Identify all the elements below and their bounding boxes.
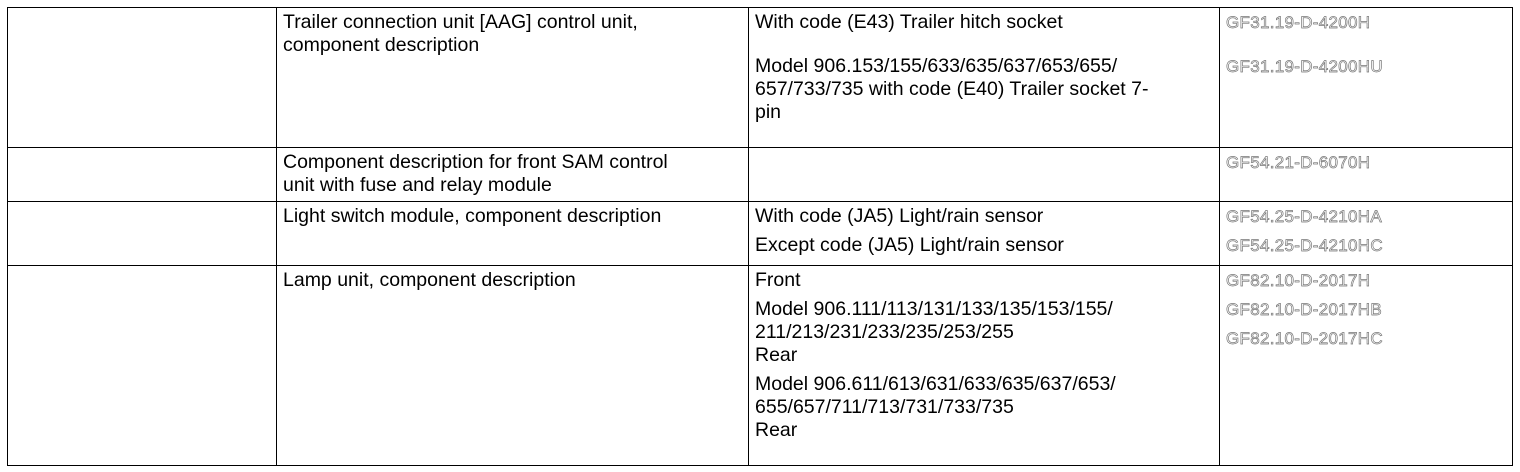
table-row: Component description for front SAM cont… bbox=[7, 147, 1513, 202]
document-code-link[interactable]: GF82.10-D-2017HB bbox=[1226, 300, 1382, 320]
condition-line: With code (E43) Trailer hitch socket bbox=[755, 11, 1063, 33]
condition-line: Rear bbox=[755, 344, 798, 366]
condition-line: 211/213/231/233/235/253/255 bbox=[755, 321, 1014, 343]
table-row: Trailer connection unit [AAG] control un… bbox=[7, 7, 1513, 148]
condition-line: With code (JA5) Light/rain sensor bbox=[755, 205, 1044, 227]
document-code-link[interactable]: GF82.10-D-2017HC bbox=[1226, 329, 1383, 349]
table-row: Lamp unit, component description Front M… bbox=[7, 265, 1513, 466]
document-code-cell: GF54.21-D-6070H bbox=[1219, 147, 1513, 202]
condition-cell: With code (E43) Trailer hitch socket Mod… bbox=[748, 7, 1220, 148]
condition-cell: Front Model 906.111/113/131/133/135/153/… bbox=[748, 265, 1220, 466]
condition-line: Except code (JA5) Light/rain sensor bbox=[755, 234, 1064, 256]
document-code-link[interactable]: GF82.10-D-2017H bbox=[1226, 271, 1371, 291]
condition-line: pin bbox=[755, 101, 782, 123]
document-code-cell: GF31.19-D-4200H GF31.19-D-4200HU bbox=[1219, 7, 1513, 148]
document-code-link[interactable]: GF31.19-D-4200HU bbox=[1226, 57, 1383, 77]
condition-line: Rear bbox=[755, 419, 798, 441]
condition-cell: With code (JA5) Light/rain sensor Except… bbox=[748, 201, 1220, 266]
description-line: Lamp unit, component description bbox=[283, 269, 576, 291]
component-description-cell: Lamp unit, component description bbox=[276, 265, 749, 466]
condition-line: Front bbox=[755, 269, 801, 291]
reference-table: Trailer connection unit [AAG] control un… bbox=[7, 7, 1513, 466]
document-code-link[interactable]: GF54.25-D-4210HC bbox=[1226, 236, 1383, 256]
table-row: Light switch module, component descripti… bbox=[7, 201, 1513, 266]
document-code-cell: GF54.25-D-4210HA GF54.25-D-4210HC bbox=[1219, 201, 1513, 266]
condition-cell bbox=[748, 147, 1220, 202]
condition-line: 655/657/711/713/731/733/735 bbox=[755, 396, 1014, 418]
document-code-cell: GF82.10-D-2017H GF82.10-D-2017HB GF82.10… bbox=[1219, 265, 1513, 466]
condition-line: Model 906.611/613/631/633/635/637/653/ bbox=[755, 373, 1116, 395]
description-line: Trailer connection unit [AAG] control un… bbox=[283, 11, 638, 33]
condition-line: 657/733/735 with code (E40) Trailer sock… bbox=[755, 78, 1149, 100]
empty-cell bbox=[7, 7, 277, 148]
document-code-link[interactable]: GF31.19-D-4200H bbox=[1226, 13, 1371, 33]
description-line: Component description for front SAM cont… bbox=[283, 151, 668, 173]
description-line: Light switch module, component descripti… bbox=[283, 205, 662, 227]
document-code-link[interactable]: GF54.25-D-4210HA bbox=[1226, 207, 1382, 227]
condition-line: Model 906.111/113/131/133/135/153/155/ bbox=[755, 298, 1113, 320]
component-description-cell: Light switch module, component descripti… bbox=[276, 201, 749, 266]
empty-cell bbox=[7, 201, 277, 266]
condition-line: Model 906.153/155/633/635/637/653/655/ bbox=[755, 55, 1118, 77]
component-description-cell: Trailer connection unit [AAG] control un… bbox=[276, 7, 749, 148]
document-code-link[interactable]: GF54.21-D-6070H bbox=[1226, 153, 1371, 173]
empty-cell bbox=[7, 147, 277, 202]
description-line: component description bbox=[283, 34, 480, 56]
component-description-cell: Component description for front SAM cont… bbox=[276, 147, 749, 202]
empty-cell bbox=[7, 265, 277, 466]
description-line: unit with fuse and relay module bbox=[283, 174, 552, 196]
